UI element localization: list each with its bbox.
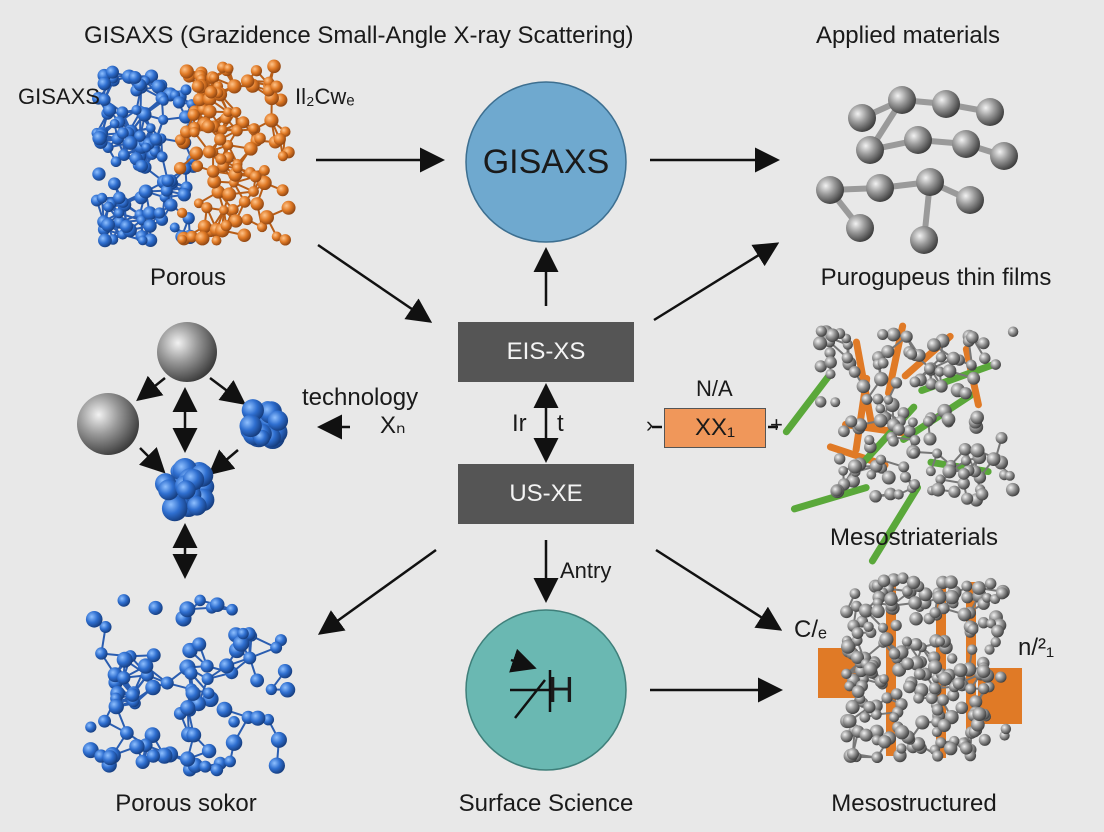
us-xe-box: US-XE [458, 464, 634, 524]
label-applied-materials: Applied materials [815, 22, 1001, 49]
porous-network-structure [82, 594, 296, 777]
label-surface-science: Surface Science [458, 790, 634, 817]
grey-sphere-left [77, 393, 139, 455]
mesostructured-structure [818, 572, 1022, 763]
label-plus-mark: + [770, 412, 783, 437]
label-xn: Xₙ [380, 412, 406, 439]
label-c: C/ₑ [794, 616, 827, 643]
blue-cluster-right [239, 399, 289, 450]
arrow-us-to-mesostructured [655, 548, 783, 631]
blue-cluster-center [154, 458, 215, 522]
xx-box: XX₁ [664, 408, 766, 448]
mesomaterials-structure [782, 322, 1020, 565]
label-gisaxs-top-left: GISAXS [18, 84, 100, 109]
label-thin-films: Purogupeus thin films [820, 264, 1052, 291]
arrow-porous-to-eis [317, 243, 433, 323]
label-antry: Antry [560, 558, 612, 583]
eis-xs-box: EIS-XS [458, 322, 634, 382]
label-porous-sokor: Porous sokor [115, 790, 257, 817]
arrow-eis-to-films [653, 242, 780, 322]
label-irt-right: t [557, 410, 564, 437]
label-porous: Porous [149, 264, 227, 291]
grey-sphere-top [157, 322, 217, 382]
gisaxs-node-label: GISAXS [482, 142, 610, 181]
gisaxs-circle [465, 81, 627, 243]
label-mesostructured: Mesostructured [831, 790, 997, 817]
label-n: n/²₁ [1018, 634, 1055, 661]
label-technology: technology [302, 384, 419, 411]
label-dash-mark: › [646, 412, 654, 437]
h-glyph-icon [509, 648, 552, 719]
arrows [136, 147, 783, 703]
arrow-us-to-porous-sokor [317, 548, 437, 635]
applied-materials-structure [816, 86, 1018, 254]
page-title: GISAXS (Grazidence Small-Angle X-ray Sca… [84, 22, 634, 49]
label-na: N/A [696, 376, 733, 401]
h-node-label: H [548, 669, 574, 710]
label-mesostriaterials: Mesostriaterials [829, 524, 999, 551]
porous-cube-structure [90, 59, 296, 248]
label-formula: Il₂Cwₑ [295, 84, 355, 109]
label-irt-left: Ir [512, 410, 527, 437]
